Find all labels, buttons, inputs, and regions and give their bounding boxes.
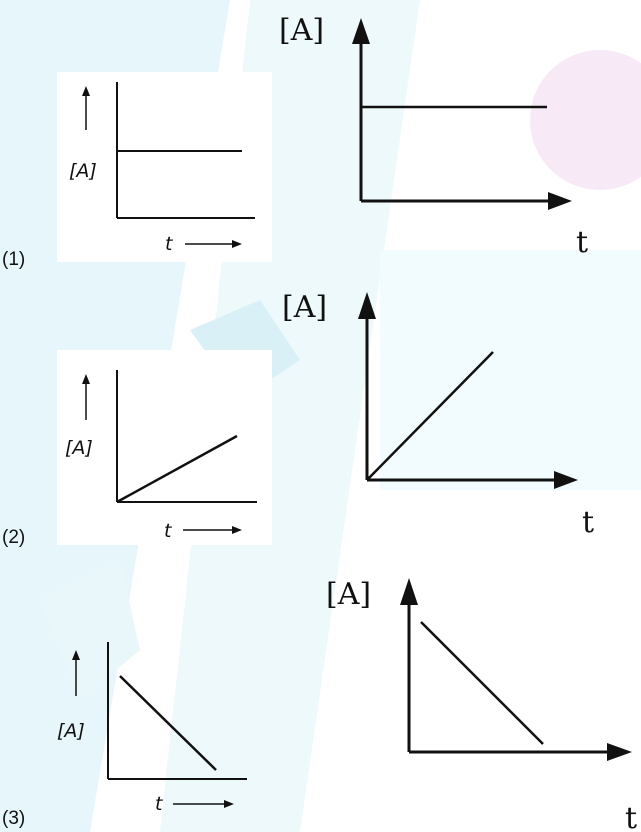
large-graph-3-data-line — [420, 621, 544, 745]
large-graph-2-data-line — [366, 351, 494, 481]
large-graph-3-x-label: t — [625, 801, 637, 832]
large-graph-2-y-arrow-head — [358, 292, 376, 319]
small-graph-2-data-line — [116, 434, 238, 504]
option-2-large-graph: [A] t — [272, 270, 612, 542]
large-graph-3-x-arrow-head — [607, 743, 632, 761]
small-graph-2-y-label: [A] — [65, 437, 93, 459]
small-graph-1-up-arrow-head — [82, 86, 90, 96]
small-graph-1-x-label: t — [165, 233, 174, 255]
option-3-small-graph: [A] t — [57, 630, 272, 828]
option-1-large-graph: [A] t — [276, 0, 606, 262]
option-2-small-graph: [A] t — [57, 350, 272, 545]
small-graph-3-x-label: t — [155, 793, 164, 815]
option-2-label: (2) — [2, 527, 26, 548]
large-graph-1-y-label: [A] — [279, 13, 324, 48]
large-graph-2-x-arrow-head — [554, 471, 578, 489]
large-graph-1-x-arrow-head — [548, 192, 572, 210]
small-graph-3-right-arrow-head — [224, 800, 234, 808]
option-1-label: (1) — [2, 249, 26, 270]
large-graph-3-y-label: [A] — [326, 577, 371, 612]
small-graph-1-right-arrow-head — [232, 240, 242, 248]
option-3-label: (3) — [2, 808, 26, 829]
large-graph-1-x-label: t — [576, 225, 588, 260]
small-graph-3-y-label: [A] — [57, 720, 85, 742]
large-graph-1-y-arrow-head — [352, 18, 370, 44]
small-graph-3-up-arrow-head — [72, 650, 80, 660]
large-graph-2-x-label: t — [582, 505, 594, 540]
large-graph-2-y-label: [A] — [282, 290, 327, 325]
small-graph-2-up-arrow-head — [82, 374, 90, 384]
small-graph-1-y-label: [A] — [69, 160, 97, 182]
large-graph-3-y-arrow-head — [400, 578, 418, 605]
option-3-large-graph: [A] t — [320, 556, 641, 832]
option-1-small-graph: [A] t — [57, 72, 272, 262]
small-graph-3-data-line — [119, 675, 217, 771]
small-graph-2-right-arrow-head — [232, 526, 242, 534]
small-graph-2-x-label: t — [164, 520, 173, 542]
